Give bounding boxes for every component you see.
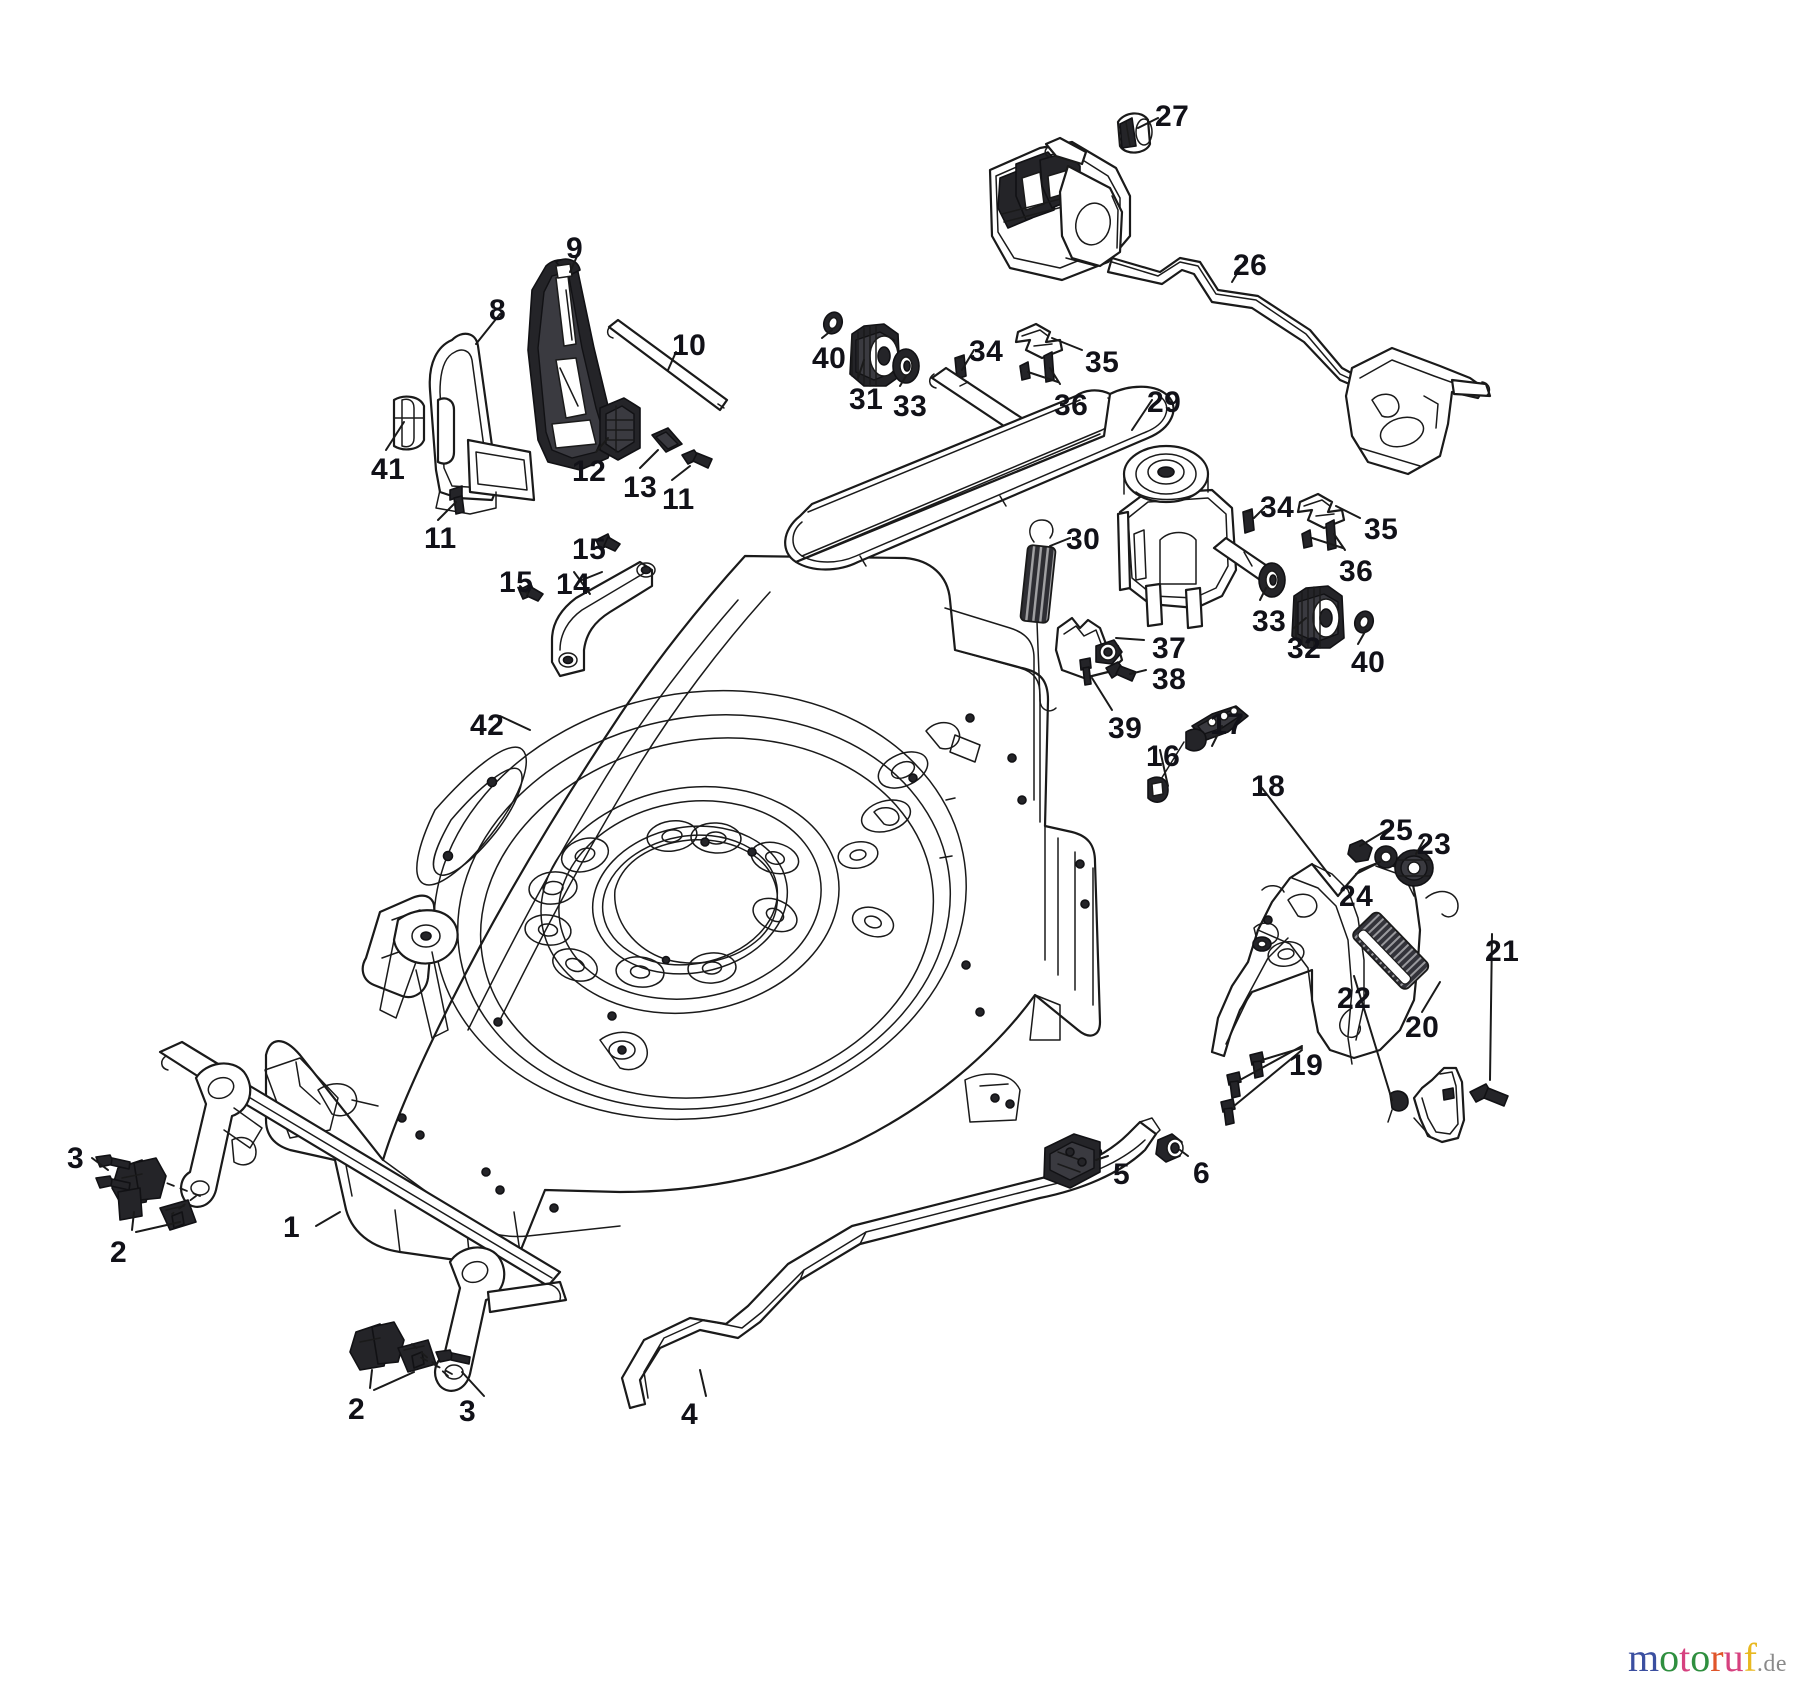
watermark-letter: o [1690, 1635, 1711, 1680]
bearing-bush-33-right [1258, 562, 1286, 598]
callout-screw-fastener: 3 [459, 1395, 477, 1428]
screw-group-3-lower [435, 1349, 471, 1365]
pinion-gear-right-art [1291, 585, 1345, 649]
callout-drive-pinion-gear-left: 31 [849, 383, 884, 416]
mower-deck-housing-art [264, 554, 1102, 1264]
callout-screw-fastener: 15 [572, 533, 607, 566]
end-cap-plug-art [392, 395, 426, 451]
callout-nut-fastener: 6 [1193, 1157, 1211, 1190]
callout-screw-fastener: 19 [1289, 1049, 1324, 1082]
callout-belt-cover-guard: 18 [1251, 770, 1286, 803]
callout-end-cap-plug: 41 [371, 453, 406, 486]
callout-screw-fastener: 15 [499, 566, 534, 599]
callout-cap-nut: 27 [1155, 100, 1190, 133]
deck-right-bosses [837, 713, 1090, 1017]
screw-15-upper [595, 533, 621, 552]
circlip-40-left [822, 311, 844, 335]
callout-drive-control-rod: 26 [1233, 249, 1268, 282]
callout-tension-spring: 22 [1337, 982, 1372, 1015]
callout-pulley-roller: 23 [1417, 828, 1452, 861]
callout-screw-fastener: 11 [424, 522, 457, 555]
callout-screw-fastener: 36 [1054, 389, 1089, 422]
callout-return-spring: 30 [1066, 523, 1101, 556]
callout-axle-bracket-clip: 2 [110, 1236, 128, 1269]
callout-screw-fastener: 38 [1152, 663, 1187, 696]
nut-6-art [1155, 1133, 1184, 1163]
callout-pivot-rod: 10 [672, 329, 707, 362]
watermark-letter: f [1743, 1635, 1757, 1680]
washer-24-art [1374, 845, 1398, 869]
callout-lower-handle-bar: 4 [681, 1398, 699, 1431]
callout-cable-adjuster-screw: 17 [1210, 708, 1245, 741]
callout-retaining-clip: 35 [1364, 513, 1399, 546]
spacer-bush-art [651, 427, 683, 453]
callout-knob-adjuster: 12 [572, 455, 607, 488]
watermark-letter: m [1628, 1635, 1660, 1680]
watermark-suffix: .de [1756, 1651, 1788, 1677]
callout-bearing-bush: 33 [893, 390, 928, 423]
watermark-letter: t [1679, 1635, 1691, 1680]
return-spring-art [1019, 519, 1057, 712]
callout-circlip: 40 [1351, 646, 1386, 679]
callout-bracket-arm: 14 [556, 568, 591, 601]
callout-screw-fastener: 36 [1339, 555, 1374, 588]
callout-mower-deck-housing: 42 [470, 709, 505, 742]
callout-nut-fastener: 25 [1379, 814, 1414, 847]
callout-retaining-clip: 35 [1085, 346, 1120, 379]
watermark-letter: r [1710, 1635, 1724, 1680]
callout-washer: 24 [1339, 880, 1374, 913]
axle-clip-group-lower [349, 1321, 437, 1373]
hub-bolt-bosses [524, 819, 800, 988]
leader-lines [91, 117, 1493, 1397]
callout-spring-anchor-bracket: 20 [1405, 1011, 1440, 1044]
callout-handle-height-lever: 9 [566, 232, 584, 265]
belt-guide-bracket-art [1054, 616, 1137, 686]
pivot-rod-art [606, 318, 729, 412]
drive-belt-art [784, 385, 1175, 571]
callout-circlip: 40 [812, 342, 847, 375]
drive-control-rod-art [988, 112, 1492, 476]
spring-pulley-group-art [1339, 839, 1509, 1144]
callout-bearing-bush: 33 [1252, 605, 1287, 638]
cap-nut-art [1116, 112, 1153, 154]
gear-set-right-art [1242, 492, 1375, 649]
callout-cable-clamp-block: 5 [1113, 1158, 1131, 1191]
pulley-roller-23-art [1394, 849, 1434, 887]
callout-drive-pinion-gear-right: 32 [1287, 632, 1322, 665]
motoruf-watermark: motoruf.de [1628, 1638, 1787, 1678]
screw-11-right [681, 449, 713, 469]
control-cable-art [1147, 705, 1249, 803]
callout-screw-fastener: 39 [1108, 712, 1143, 745]
callout-roll-pin: 34 [1260, 491, 1295, 524]
callout-axle-bracket-clip: 2 [348, 1393, 366, 1426]
screw-21-art [1469, 1083, 1509, 1107]
callout-screw-fastener: 11 [662, 483, 695, 516]
watermark-letter: u [1723, 1635, 1744, 1680]
callout-belt-guide-bracket: 37 [1152, 632, 1187, 665]
callout-roll-pin: 34 [969, 335, 1004, 368]
callout-screw-fastener: 21 [1485, 935, 1520, 968]
callout-height-adjust-axle-rod: 1 [283, 1211, 301, 1244]
gearbox-art [1116, 444, 1278, 630]
screw-group-19 [1220, 1051, 1265, 1126]
circlip-40-right [1353, 610, 1375, 634]
knob-adjuster-art [599, 397, 641, 461]
nut-25-art [1347, 839, 1373, 863]
spring-anchor-bracket-20-art [1412, 1066, 1466, 1144]
watermark-letter: o [1659, 1635, 1680, 1680]
callout-spacer-bush: 13 [623, 471, 658, 504]
belt-cover-guard-art [1210, 860, 1422, 1126]
bearing-bush-33-left [892, 348, 920, 384]
callout-drive-belt: 29 [1147, 386, 1182, 419]
callout-screw-fastener: 3 [67, 1142, 85, 1175]
tension-spring-22-art [1339, 890, 1459, 1065]
callout-handle-side-cover: 8 [489, 294, 507, 327]
cable-clamp-art [1043, 1133, 1184, 1189]
screw-11-left [449, 485, 465, 515]
gear-set-left-art [822, 311, 920, 387]
callout-control-cable: 16 [1146, 740, 1181, 773]
handle-lever-group-art [392, 258, 729, 515]
